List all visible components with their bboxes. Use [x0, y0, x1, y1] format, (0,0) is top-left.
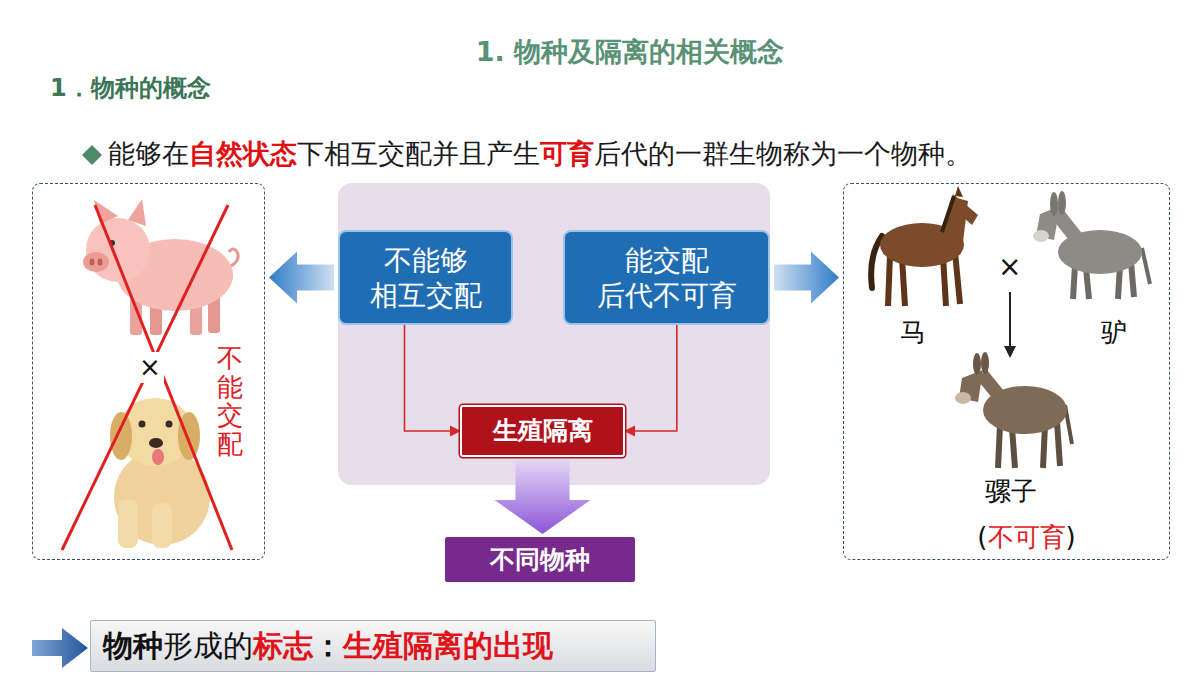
horse-picture	[871, 186, 978, 306]
dog-picture	[152, 503, 172, 548]
donkey-picture	[1142, 248, 1150, 284]
condition-box: 不能够 相互交配	[338, 230, 513, 325]
result-box: 生殖隔离	[460, 405, 625, 457]
offspring-arrow	[1004, 292, 1016, 358]
donkey-picture	[1058, 191, 1066, 215]
donkey-picture	[1050, 192, 1058, 216]
bracket: )	[1066, 522, 1076, 553]
donkey-picture	[1131, 262, 1134, 297]
connector-line	[405, 325, 461, 431]
mule-picture	[955, 352, 1072, 468]
connector-line	[625, 325, 677, 431]
horse-picture	[955, 252, 960, 304]
pointer-arrow	[32, 628, 88, 668]
offspring-arrow	[1009, 292, 1011, 348]
slide-title: 1. 物种及隔离的相关概念	[300, 34, 960, 70]
pig-picture	[98, 259, 103, 266]
key-term: 物种	[103, 627, 163, 665]
cross-symbol: ×	[136, 352, 164, 383]
pig-picture	[128, 199, 146, 226]
mule-picture	[973, 353, 981, 375]
block-arrow	[495, 460, 591, 534]
definition-text: 下相互交配并且产生	[297, 136, 540, 172]
section-heading: 1．物种的概念	[50, 74, 211, 103]
definition-sentence: 能够在自然状态下相互交配并且产生可育后代的一群生物称为一个物种。	[108, 136, 972, 172]
mule-picture	[1012, 428, 1015, 468]
dog-picture	[118, 500, 138, 548]
box-text: 能交配 后代不可育	[575, 243, 758, 313]
dog-picture	[149, 438, 163, 448]
block-arrow	[774, 252, 839, 304]
animal-name: 骡子	[985, 476, 1037, 507]
bracket: (	[977, 522, 987, 553]
dog-picture	[139, 421, 146, 428]
dog-picture	[166, 421, 173, 428]
definition-keyword: 自然状态	[189, 136, 297, 172]
block-arrow	[269, 252, 334, 304]
donkey-picture	[1033, 230, 1049, 242]
animal-name: 驴	[1101, 317, 1127, 348]
horse-picture	[888, 255, 890, 306]
pig-picture	[83, 199, 238, 335]
key-term: 标志	[253, 627, 313, 665]
horse-picture	[902, 258, 905, 306]
comparison-panel: 不能交配	[32, 183, 265, 560]
key-text: 形成的	[163, 627, 253, 665]
block-arrow	[774, 252, 839, 304]
cross-out-mark	[62, 205, 232, 550]
conclusion-box: 不同物种	[445, 537, 635, 582]
block-arrow	[495, 460, 591, 534]
box-text: 不同物种	[490, 544, 590, 575]
horse-picture	[953, 194, 978, 225]
donkey-picture	[1033, 191, 1150, 299]
block-arrow	[269, 252, 334, 304]
center-panel	[338, 183, 770, 485]
definition-text: 能够在	[108, 136, 189, 172]
cross-out-mark	[62, 205, 228, 550]
dog-picture	[110, 412, 132, 460]
pig-picture	[90, 259, 95, 266]
sterile-note: 不可育	[988, 522, 1066, 553]
key-point-box: 物种形成的标志：生殖隔离的出现	[90, 620, 656, 672]
horse-picture	[942, 196, 954, 232]
animal-name: 马	[900, 317, 926, 348]
vertical-note: 不能交配	[217, 344, 243, 458]
connector-line	[405, 325, 461, 431]
cross-symbol: ×	[995, 250, 1024, 284]
offspring-arrow	[1004, 346, 1016, 358]
mule-picture	[998, 425, 1000, 468]
pig-picture	[83, 252, 109, 272]
text-group: (不可育)	[939, 522, 1114, 553]
donkey-picture	[1073, 265, 1075, 299]
bullet-diamond	[82, 145, 102, 165]
dog-picture	[152, 449, 164, 465]
pig-picture	[229, 249, 238, 266]
mule-picture	[981, 352, 989, 374]
comparison-panel: 马 驴骡子 (不可育)	[843, 183, 1170, 560]
cross-out-mark	[95, 205, 232, 550]
mule-picture	[1057, 422, 1060, 466]
connector-line	[625, 325, 677, 431]
definition-text: 后代的一群生物称为一个物种。	[594, 136, 972, 172]
mule-picture	[955, 392, 971, 404]
condition-box: 能交配 后代不可育	[563, 230, 770, 325]
key-term: 生殖隔离的出现	[343, 627, 553, 665]
horse-picture	[955, 186, 963, 197]
box-text: 不能够 相互交配	[350, 243, 501, 313]
key-text: ：	[313, 627, 343, 665]
definition-keyword: 可育	[540, 136, 594, 172]
box-text: 生殖隔离	[493, 415, 593, 446]
pig-picture	[86, 218, 150, 282]
